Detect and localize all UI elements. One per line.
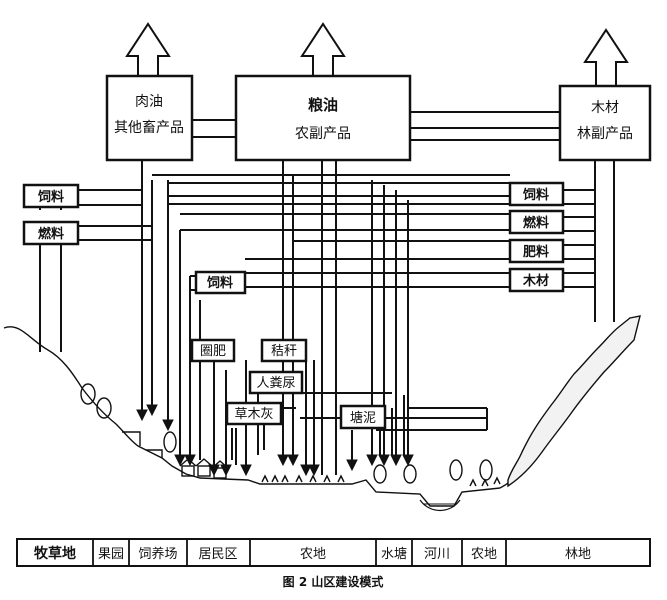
zone-residential: 居民区 — [198, 547, 237, 562]
straw-label: 秸秆 — [271, 344, 297, 359]
landscape — [3, 315, 641, 512]
zone-river: 河川 — [424, 547, 450, 562]
mid-feed-label: 饲料 — [206, 275, 233, 291]
pen-manure-label: 圈肥 — [200, 344, 226, 359]
middle-input-boxes: 饲料 圈肥 秸秆 人粪尿 草木灰 塘泥 — [190, 270, 387, 430]
product-connectors — [192, 111, 560, 141]
zone-forest: 林地 — [565, 547, 591, 562]
zone-pasture: 牧草地 — [34, 545, 76, 562]
zone-farmland-1: 农地 — [300, 547, 326, 562]
land-zone-strip: 牧草地 果园 饲养场 居民区 农地 水塘 河川 农地 林地 — [16, 538, 651, 567]
timber-label-1: 木材 — [591, 100, 619, 116]
meat-label-2: 其他畜产品 — [114, 120, 184, 136]
meat-output-arrow — [125, 22, 171, 76]
right-timber-label: 木材 — [522, 273, 549, 289]
left-input-boxes: 饲料 燃料 — [22, 183, 80, 246]
right-fuel-label: 燃料 — [523, 215, 549, 231]
zone-feedlot: 饲养场 — [138, 546, 177, 562]
zone-farmland-2: 农地 — [471, 547, 497, 562]
right-fertilizer-label: 肥料 — [523, 244, 549, 260]
ash-label: 草木灰 — [234, 407, 273, 422]
meat-label-1: 肉油 — [135, 94, 163, 110]
zone-orchard: 果园 — [98, 547, 124, 562]
vertical-shafts — [39, 160, 615, 475]
left-feed-label: 饲料 — [37, 189, 64, 205]
product-box-meat: 肉油 其他畜产品 — [105, 74, 194, 162]
figure-caption: 图 2 山区建设模式 — [283, 574, 384, 589]
output-arrows — [125, 22, 629, 86]
left-fuel-label: 燃料 — [38, 226, 64, 242]
timber-label-2: 林副产品 — [577, 126, 633, 142]
product-box-timber: 木材 林副产品 — [558, 84, 652, 162]
grain-label-1: 粮油 — [308, 96, 338, 114]
product-box-grain: 粮油 农副产品 — [234, 74, 412, 162]
night-soil-label: 人粪尿 — [256, 376, 295, 391]
grain-label-2: 农副产品 — [295, 126, 351, 142]
right-input-boxes: 饲料 燃料 肥料 木材 — [508, 181, 565, 293]
pond-mud-label: 塘泥 — [350, 410, 376, 426]
zone-pond: 水塘 — [381, 546, 407, 562]
flow-lines — [78, 174, 595, 465]
timber-output-arrow — [583, 28, 629, 86]
right-feed-label: 饲料 — [522, 187, 549, 203]
grain-output-arrow — [300, 22, 346, 76]
